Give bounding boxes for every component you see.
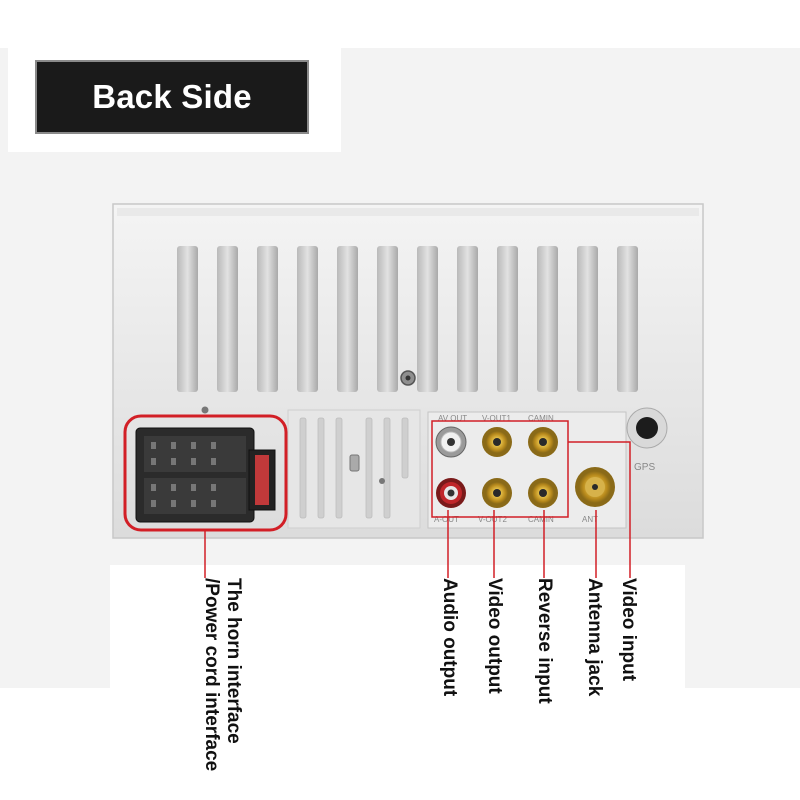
callout-reverse-input: Reverse input [534, 578, 555, 704]
panel-printed-labels: AV OUT V-OUT1 CAMIN A-OUT V-OUT2 CAMIN A… [434, 414, 655, 524]
callout-panel [110, 565, 685, 800]
callout-antenna-jack: Antenna jack [584, 578, 605, 697]
callout-horn-line2: /Power cord interface [201, 578, 222, 772]
svg-text:A-OUT: A-OUT [434, 515, 459, 524]
rca-jack-audio-top [435, 426, 467, 458]
rca-jack-reverse-1 [528, 427, 558, 457]
vent-slots [299, 417, 409, 519]
heat-sink-fins [177, 246, 638, 392]
svg-text:V-OUT1: V-OUT1 [482, 414, 511, 423]
title-card: Back Side [8, 48, 341, 152]
svg-text:V-OUT2: V-OUT2 [478, 515, 507, 524]
antenna-jack [575, 467, 615, 507]
callout-horn-power: The horn interface /Power cord interface [200, 578, 244, 771]
title-box: Back Side [35, 60, 309, 134]
callout-audio-output: Audio output [439, 578, 460, 697]
svg-text:GPS: GPS [634, 462, 655, 473]
svg-text:AV OUT: AV OUT [438, 414, 467, 423]
svg-text:CAMIN: CAMIN [528, 515, 554, 524]
rca-jack-video-out-2 [482, 478, 512, 508]
callout-lines [204, 441, 631, 578]
rca-jack-reverse-2 [528, 478, 558, 508]
power-connector [135, 427, 276, 523]
page-title: Back Side [92, 78, 252, 115]
gps-port [626, 407, 668, 449]
rca-jack-video-out-1 [482, 427, 512, 457]
top-lip [117, 208, 699, 216]
callout-video-input: Video input [618, 578, 639, 682]
callout-video-output: Video output [484, 578, 505, 694]
svg-text:ANT: ANT [582, 515, 598, 524]
callout-horn-line1: The horn interface [223, 578, 244, 744]
rca-highlight [431, 420, 569, 518]
rca-jack-audio-red [436, 478, 466, 508]
svg-text:CAMIN: CAMIN [528, 414, 554, 423]
